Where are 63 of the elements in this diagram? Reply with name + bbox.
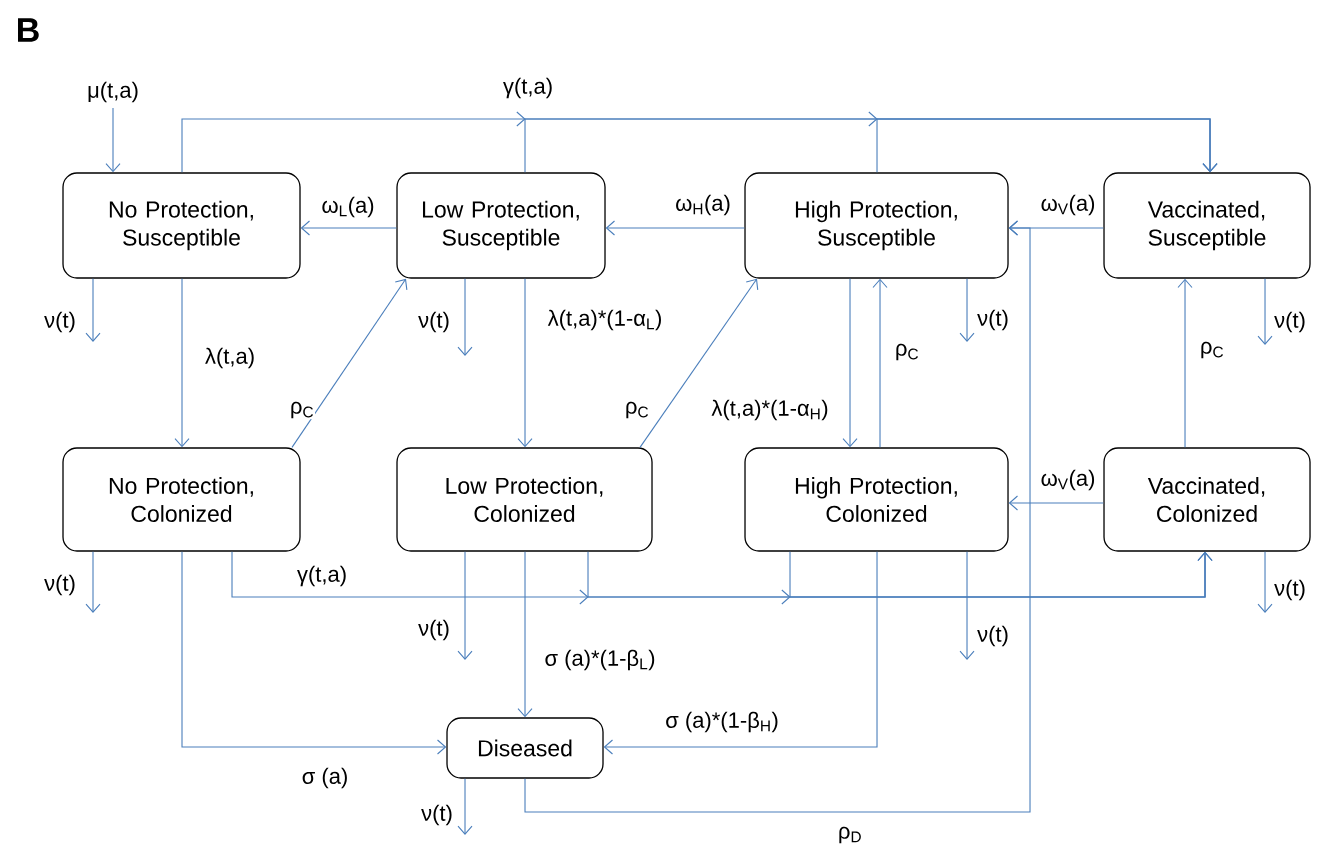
state-box: Low Protection, Susceptible [396,172,606,279]
edge-label: ν(t) [417,310,451,334]
edge-label: λ(t,a)*(1-α$_{L}$) [546,308,664,332]
arrow [959,551,975,660]
edge-label: ω$_{V}$(a) [1039,193,1097,217]
edge-label: ρ$_{D}$ [836,825,864,845]
arrow [868,111,1218,173]
arrow [85,278,101,342]
edge-label: ν(t) [417,618,451,642]
edge-label: ω$_{H}$(a) [674,193,732,217]
panel-letter: B [18,18,39,42]
edge-label: λ(t,a)*(1-α$_{H}$) [710,398,830,422]
arrow [1257,278,1273,345]
edge-label: ν(t) [976,624,1010,648]
state-box: Vaccinated, Colonized [1103,447,1311,552]
edge-label: μ(t,a) [86,80,140,104]
arrow [1008,495,1104,511]
arrow [300,220,397,236]
arrow [457,278,473,356]
edge-label: γ(t,a) [501,76,555,100]
arrow [174,278,190,448]
edge-label: ω$_{L}$(a) [320,195,376,219]
edge-label: ω$_{V}$(a) [1039,468,1097,492]
arrow [105,107,121,173]
arrow [524,220,1031,813]
state-box: No Protection, Colonized [62,447,301,552]
arrow [639,278,759,448]
edge-label: ν(t) [420,803,454,827]
edge-label: ρ$_{C}$ [893,342,921,362]
edge-label: ν(t) [43,310,77,334]
edge-label: λ(t,a) [203,346,257,370]
state-box: High Protection, Colonized [744,447,1009,552]
edge-label: σ (a) [300,766,350,790]
edge-label: γ(t,a) [295,564,349,588]
arrow [1177,278,1193,448]
edge-label: σ (a)*(1-β$_{L}$) [543,648,657,672]
arrow [85,551,101,613]
edge-label: ν(t) [1273,578,1307,602]
edge-label: ρ$_{C}$ [623,400,651,420]
arrow [842,278,858,448]
arrow [291,278,408,448]
edge-label: ρ$_{C}$ [1198,340,1226,360]
edge-label: ν(t) [976,308,1010,332]
state-box: High Protection, Susceptible [744,172,1009,279]
arrow [1257,551,1273,613]
arrow [872,278,888,448]
arrow [781,551,1213,605]
arrow [181,551,447,755]
edge-label: ν(t) [43,573,77,597]
edge-label: ν(t) [1273,310,1307,334]
edge-label: σ (a)*(1-β$_{H}$) [664,710,780,734]
arrow [603,551,878,755]
arrow [517,278,533,448]
state-box: Vaccinated, Susceptible [1103,172,1311,279]
arrow [457,551,473,660]
arrow [959,278,975,342]
arrow [457,778,473,835]
edge-label: ρ$_{C}$ [288,400,316,420]
state-box: Low Protection, Colonized [396,447,653,552]
arrow [605,220,745,236]
state-box: Diseased [446,717,604,779]
state-box: No Protection, Susceptible [62,172,301,279]
arrow [517,551,533,718]
